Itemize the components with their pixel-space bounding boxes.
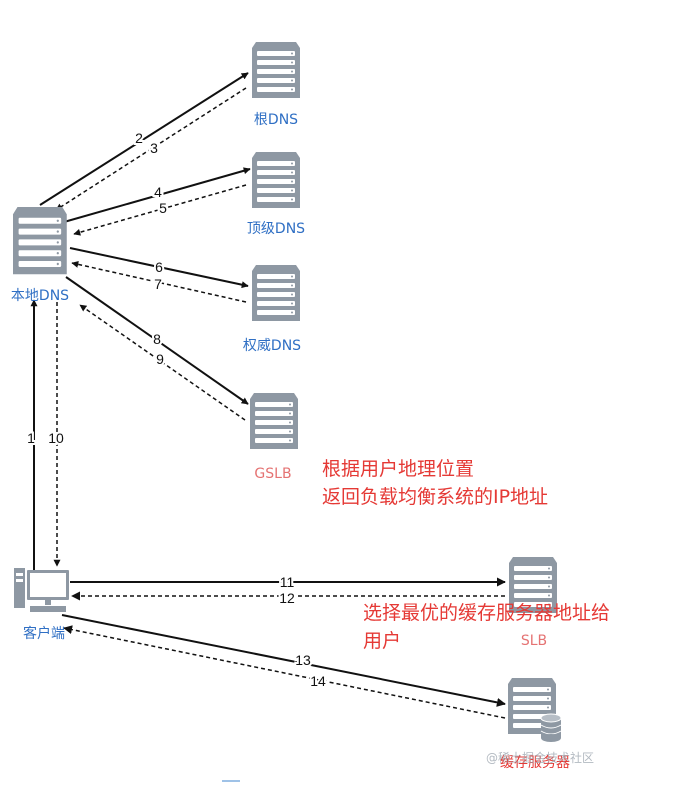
node-local-dns: 本地DNS xyxy=(11,207,69,304)
server-icon xyxy=(252,265,300,321)
step-label-9: 9 xyxy=(156,351,164,367)
node-client: 客户端 xyxy=(14,568,69,642)
annotation-gslb-line2: 返回负载均衡系统的IP地址 xyxy=(322,486,548,508)
step-label-2: 2 xyxy=(135,130,143,146)
arrow-step-5 xyxy=(73,184,247,236)
arrow-step-13 xyxy=(61,614,506,707)
step-label-4: 4 xyxy=(154,184,162,200)
node-auth-dns: 权威DNS xyxy=(243,265,301,354)
step-label-3: 3 xyxy=(150,140,158,156)
node-slb: SLB xyxy=(509,557,557,649)
node-label-slb: SLB xyxy=(521,633,547,649)
node-gslb: GSLB xyxy=(250,393,298,482)
step-label-14: 14 xyxy=(310,673,326,689)
step-label-1: 1 xyxy=(27,430,35,446)
watermark: @稀土掘金技术社区 xyxy=(486,750,594,765)
step-labels: 2 3 4 5 6 7 8 9 1 10 11 12 13 14 xyxy=(25,128,328,691)
arrow-step-4 xyxy=(63,167,251,223)
arrow-step-8 xyxy=(65,276,249,405)
node-label-cache-server: 缓存服务器 xyxy=(500,755,570,771)
server-icon xyxy=(252,152,300,208)
step-label-8: 8 xyxy=(153,331,161,347)
node-label-tld-dns: 顶级DNS xyxy=(247,221,305,237)
arrow-step-14 xyxy=(63,625,506,719)
arrow-step-2 xyxy=(39,72,249,206)
arrow-step-6 xyxy=(69,247,249,289)
annotation-slb-line1: 选择最优的缓存服务器地址给 xyxy=(363,602,610,624)
arrow-step-9 xyxy=(79,304,246,421)
annotation-gslb-line1: 根据用户地理位置 xyxy=(322,458,474,480)
step-label-10: 10 xyxy=(48,430,64,446)
step-label-13: 13 xyxy=(295,652,311,668)
node-label-local-dns: 本地DNS xyxy=(11,288,69,304)
step-label-7: 7 xyxy=(154,276,162,292)
annotation-gslb: 根据用户地理位置 返回负载均衡系统的IP地址 xyxy=(322,458,548,508)
node-label-auth-dns: 权威DNS xyxy=(243,338,301,354)
arrow-step-7 xyxy=(71,260,247,303)
step-label-11: 11 xyxy=(280,574,295,590)
computer-icon xyxy=(14,568,69,612)
database-icon xyxy=(540,713,562,742)
annotation-slb-line2: 用户 xyxy=(363,630,401,652)
node-label-root-dns: 根DNS xyxy=(254,112,298,128)
node-label-gslb: GSLB xyxy=(254,466,291,482)
annotation-slb: 选择最优的缓存服务器地址给 用户 xyxy=(363,602,610,652)
connections xyxy=(30,72,506,719)
server-icon xyxy=(250,393,298,449)
node-root-dns: 根DNS xyxy=(252,42,300,128)
server-icon xyxy=(252,42,300,98)
arrow-step-3 xyxy=(55,87,247,211)
step-label-5: 5 xyxy=(159,200,167,216)
server-icon xyxy=(13,207,67,275)
node-cache-server: 缓存服务器 xyxy=(500,678,570,771)
step-label-6: 6 xyxy=(155,259,163,275)
step-label-12: 12 xyxy=(279,590,295,606)
node-label-client: 客户端 xyxy=(23,625,65,642)
node-tld-dns: 顶级DNS xyxy=(247,152,305,237)
